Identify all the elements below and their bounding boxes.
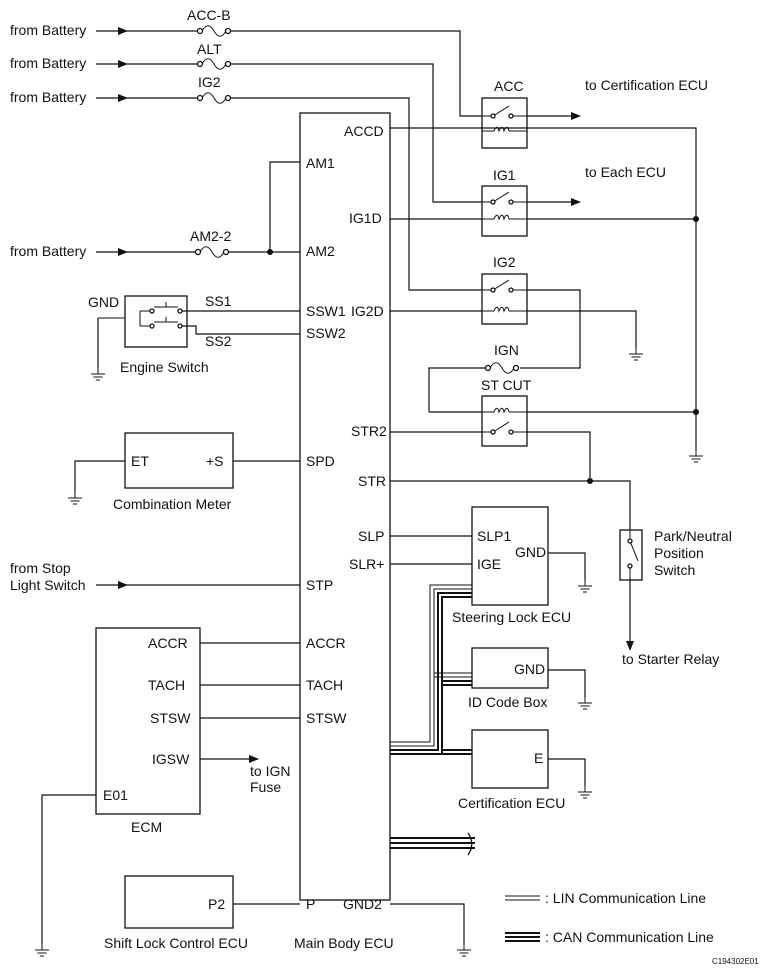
pin-accr: ACCR <box>306 635 346 651</box>
ecm-tach: TACH <box>148 677 185 693</box>
pin-ssw1: SSW1 <box>306 303 346 319</box>
from-battery-2: from Battery <box>10 55 86 71</box>
ecm-box <box>95 627 201 815</box>
can-legend: : CAN Communication Line <box>545 929 714 945</box>
steering-lock-ecu-box <box>471 506 549 606</box>
meter-et: ET <box>131 453 149 469</box>
ecm-accr: ACCR <box>148 635 188 651</box>
relay-ig2-label: IG2 <box>493 254 516 270</box>
fuse-ig2-label: IG2 <box>198 74 221 90</box>
engine-switch-ss1: SS1 <box>205 293 232 309</box>
shift-lock-box <box>124 875 234 929</box>
from-battery-4: from Battery <box>10 243 86 259</box>
steering-ige: IGE <box>477 556 501 572</box>
fuse-am22-label: AM2-2 <box>190 228 231 244</box>
ecm-label: ECM <box>131 819 162 835</box>
pin-ssw2: SSW2 <box>306 325 346 341</box>
fuse-ign-label: IGN <box>494 342 519 358</box>
park-neutral-label-3: Switch <box>654 562 695 578</box>
to-ign-1: to IGN <box>250 763 290 779</box>
fuse-alt-icon <box>201 58 227 70</box>
from-stop-1: from Stop <box>10 560 71 576</box>
lin-bus <box>390 584 472 747</box>
engine-switch-ss2: SS2 <box>205 333 232 349</box>
certification-ecu-label: Certification ECU <box>458 795 565 811</box>
park-neutral-label-1: Park/Neutral <box>654 528 732 544</box>
engine-switch-gnd: GND <box>88 294 119 310</box>
combination-meter-box <box>124 432 234 489</box>
fuse-ign-icon <box>489 362 515 374</box>
to-ign-2: Fuse <box>250 779 281 795</box>
pin-ig1d: IG1D <box>349 210 382 226</box>
relay-ig2 <box>481 273 528 325</box>
shift-lock-p2: P2 <box>208 896 225 912</box>
relay-ig1-label: IG1 <box>493 167 516 183</box>
steering-slp1: SLP1 <box>477 528 511 544</box>
fuse-accb-icon <box>201 25 227 37</box>
meter-plus-s: +S <box>206 453 224 469</box>
relay-acc <box>481 97 528 149</box>
main-body-ecu-box <box>299 112 391 901</box>
pin-spd: SPD <box>306 453 335 469</box>
park-neutral-switch <box>619 529 643 581</box>
park-neutral-label-2: Position <box>654 545 704 561</box>
main-body-ecu-label: Main Body ECU <box>294 935 394 951</box>
steering-gnd: GND <box>515 544 546 560</box>
can-bus <box>390 592 475 856</box>
cert-e: E <box>534 750 543 766</box>
pin-accd: ACCD <box>344 123 384 139</box>
pin-am2: AM2 <box>306 243 335 259</box>
steering-lock-label: Steering Lock ECU <box>452 609 571 625</box>
relay-acc-label: ACC <box>494 78 524 94</box>
relay-stcut <box>481 395 528 447</box>
pin-gnd2: GND2 <box>343 896 382 912</box>
fuse-accb-label: ACC-B <box>187 7 231 23</box>
fuse-alt-label: ALT <box>197 41 222 57</box>
lin-legend-symbol <box>505 895 540 901</box>
pin-slr: SLR+ <box>349 556 384 572</box>
from-battery-3: from Battery <box>10 89 86 105</box>
to-each-ecu: to Each ECU <box>585 164 666 180</box>
fuse-am22-icon <box>199 246 225 258</box>
certification-ecu-box <box>471 729 549 789</box>
id-code-gnd: GND <box>514 661 545 677</box>
id-code-label: ID Code Box <box>468 694 547 710</box>
fuse-ig2-icon <box>201 92 227 104</box>
to-cert-ecu: to Certification ECU <box>585 77 708 93</box>
figure-code: C194302E01 <box>712 957 759 966</box>
ecm-e01: E01 <box>103 787 128 803</box>
pin-p: P <box>306 896 315 912</box>
relay-ig1 <box>481 185 528 237</box>
pin-am1: AM1 <box>306 155 335 171</box>
to-starter-relay: to Starter Relay <box>622 651 719 667</box>
shift-lock-label: Shift Lock Control ECU <box>104 935 248 951</box>
from-battery-1: from Battery <box>10 22 86 38</box>
ecm-stsw: STSW <box>150 710 191 726</box>
pin-stsw: STSW <box>306 710 347 726</box>
from-stop-2: Light Switch <box>10 577 85 593</box>
pin-str: STR <box>358 473 386 489</box>
relay-stcut-label: ST CUT <box>481 377 532 393</box>
combination-meter-label: Combination Meter <box>113 496 232 512</box>
can-legend-symbol <box>505 932 540 942</box>
pin-stp: STP <box>306 577 333 593</box>
pin-str2: STR2 <box>351 423 387 439</box>
ecm-igsw: IGSW <box>152 751 190 767</box>
pin-slp: SLP <box>358 528 384 544</box>
pin-tach: TACH <box>306 677 343 693</box>
pin-ig2d: IG2D <box>351 303 384 319</box>
engine-switch-label: Engine Switch <box>120 359 209 375</box>
id-code-box <box>471 647 549 689</box>
lin-legend: : LIN Communication Line <box>545 890 706 906</box>
